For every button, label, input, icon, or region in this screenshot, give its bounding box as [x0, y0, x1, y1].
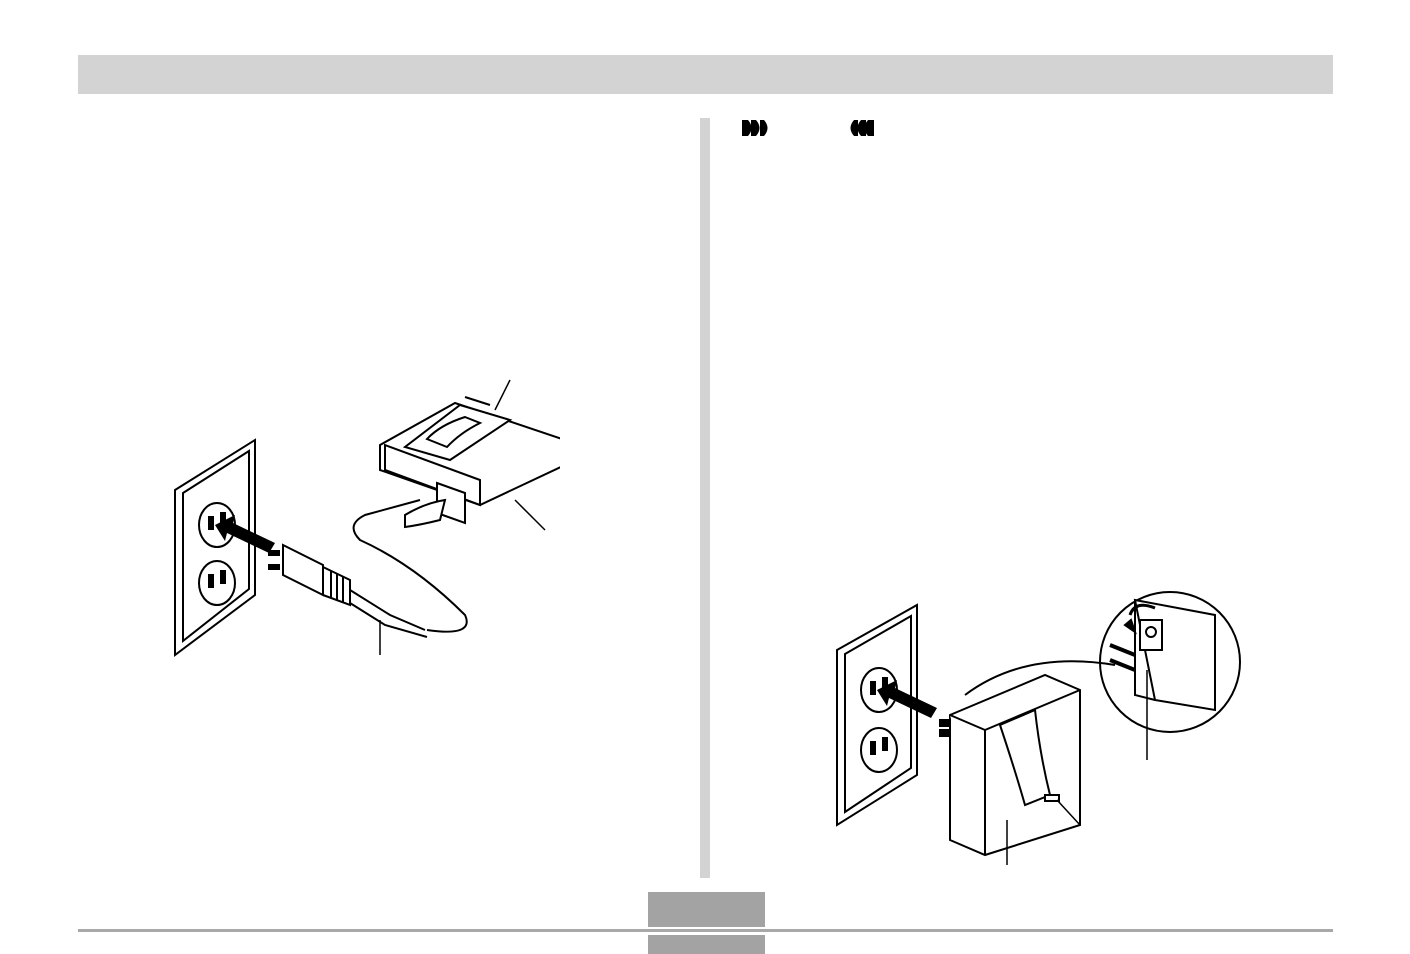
wall-outlet-icon	[836, 603, 918, 827]
power-cord-icon	[349, 499, 468, 638]
note-heading	[742, 120, 874, 136]
charger-cradle-icon	[379, 396, 560, 529]
ac-plug-icon	[268, 543, 351, 607]
leader-lines	[1006, 670, 1148, 865]
header-bar	[78, 55, 1333, 94]
charger-body-icon	[939, 673, 1081, 857]
column-divider	[700, 118, 710, 878]
arrow-left-icon	[877, 680, 937, 718]
triple-chevron-right-icon	[742, 120, 768, 136]
magnifier-circle	[964, 591, 1241, 733]
triple-chevron-left-icon	[850, 120, 874, 136]
charger-folding-plug-illustration	[836, 591, 1241, 865]
page-number-tab	[648, 892, 765, 927]
footer-rule	[78, 929, 1333, 932]
page-number-tab-lower	[648, 935, 765, 954]
charger-ac-cord-illustration	[174, 379, 560, 657]
arrow-left-icon	[215, 515, 275, 553]
wall-outlet-icon	[174, 438, 256, 657]
leader-lines	[379, 379, 546, 655]
